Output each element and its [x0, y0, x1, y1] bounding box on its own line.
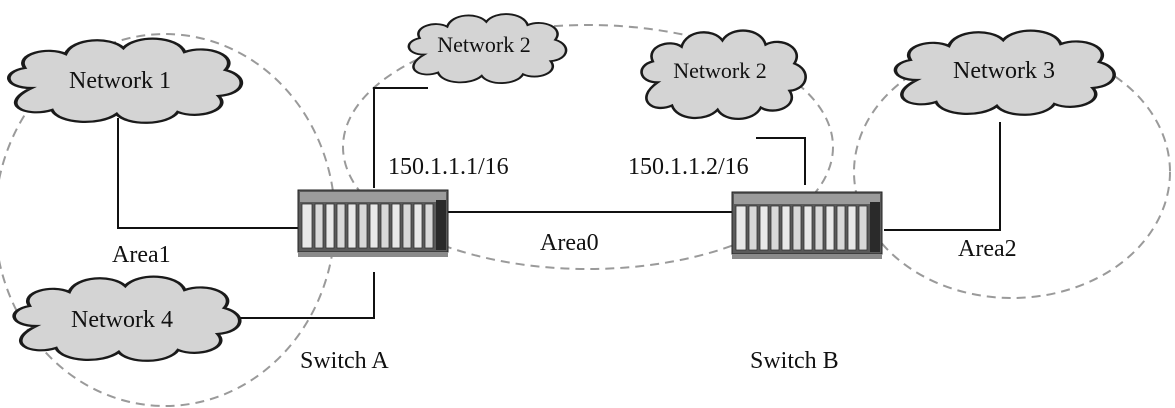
- network-2-right-label: Network 2: [673, 58, 766, 83]
- area1-label: Area1: [112, 242, 171, 268]
- network-3-label: Network 3: [953, 58, 1055, 84]
- network-2-cloud-left: Network 2: [407, 12, 568, 85]
- network-1-label: Network 1: [69, 68, 171, 94]
- switch-a-label: Switch A: [300, 348, 389, 374]
- link-network3-switch-b: [884, 122, 1001, 231]
- link-network2b-switch-b: [756, 137, 806, 185]
- area0-boundary: [342, 24, 834, 270]
- network-4-label: Network 4: [71, 307, 173, 333]
- link-network2a-switch-a: [373, 87, 428, 188]
- area2-boundary: [853, 45, 1171, 299]
- network-2-left-label: Network 2: [437, 32, 530, 57]
- network-3-cloud: Network 3: [893, 28, 1116, 117]
- network-2-cloud-right: Network 2: [640, 29, 807, 121]
- switch-b-label: Switch B: [750, 348, 839, 374]
- network-1-cloud: Network 1: [7, 36, 244, 125]
- switch-b-icon: [731, 191, 883, 260]
- switch-a-icon: [297, 189, 449, 258]
- link-network1-switch-a: [117, 118, 300, 229]
- area0-label: Area0: [540, 230, 599, 256]
- switch-a-ip-label: 150.1.1.1/16: [388, 154, 509, 180]
- link-network4-switch-a: [240, 272, 375, 319]
- switch-b-ip-label: 150.1.1.2/16: [628, 154, 749, 180]
- area2-label: Area2: [958, 236, 1017, 262]
- network-4-cloud: Network 4: [12, 274, 242, 363]
